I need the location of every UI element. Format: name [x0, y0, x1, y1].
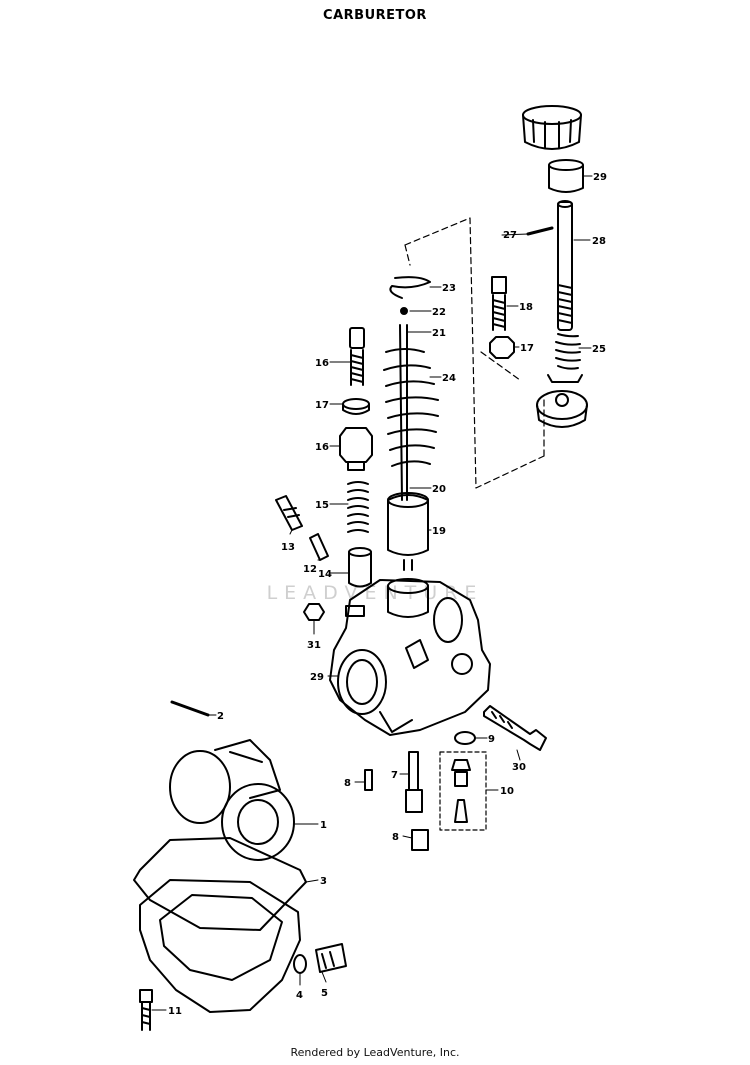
- callout-3: 3: [320, 876, 327, 887]
- clip-ball: [400, 307, 408, 315]
- callout-20: 20: [432, 484, 446, 495]
- callout-16-lower: 16: [315, 442, 329, 453]
- pilot-jet: [364, 769, 373, 791]
- assembly-dashed-lines: [404, 217, 545, 489]
- throttle-spring: [383, 348, 439, 467]
- top-cap: [522, 105, 582, 150]
- callout-8-upper: 8: [344, 778, 351, 789]
- float-gasket: [133, 837, 307, 931]
- air-screw: [275, 495, 303, 531]
- callout-30: 30: [512, 762, 526, 773]
- callout-29-top: 29: [593, 172, 607, 183]
- callout-4: 4: [296, 990, 303, 1001]
- callout-28: 28: [592, 236, 606, 247]
- adjust-screw-right: [491, 276, 507, 331]
- callout-10: 10: [500, 786, 514, 797]
- pilot-screw-body: [348, 547, 372, 588]
- leader-lines: [151, 175, 593, 1011]
- bowl-screw: [139, 989, 153, 1031]
- nut-31: [303, 603, 325, 621]
- pin-part: [526, 226, 554, 236]
- jet-needle: [399, 324, 408, 501]
- washer-4: [293, 954, 307, 974]
- callout-22: 22: [432, 307, 446, 318]
- callout-17-left: 17: [315, 400, 329, 411]
- pilot-spring: [347, 481, 369, 533]
- carburetor-body: [329, 578, 491, 736]
- diagram-title: CARBURETOR: [323, 8, 427, 23]
- jet-holder: [411, 829, 429, 851]
- plunger-spring: [555, 333, 581, 370]
- small-spring-part: [309, 533, 329, 561]
- callout-29-body: 29: [310, 672, 324, 683]
- washer-9: [454, 731, 476, 745]
- watermark: LEADVENTURE: [266, 582, 484, 604]
- callout-5: 5: [321, 988, 328, 999]
- callout-23: 23: [442, 283, 456, 294]
- callout-31: 31: [307, 640, 321, 651]
- starter-plunger-rod: [557, 200, 573, 331]
- footer-credit: Rendered by LeadVenture, Inc.: [290, 1046, 460, 1059]
- main-jet: [451, 759, 471, 823]
- cable-adjuster: [339, 427, 373, 471]
- main-jet-group: [439, 751, 487, 831]
- float-pin: [170, 700, 210, 717]
- nut-right: [489, 336, 515, 359]
- callout-24: 24: [442, 373, 456, 384]
- callout-19: 19: [432, 526, 446, 537]
- callout-9: 9: [488, 734, 495, 745]
- drain-plug: [315, 943, 347, 973]
- callout-7: 7: [391, 770, 398, 781]
- callout-1: 1: [320, 820, 327, 831]
- plunger-cap-part: [548, 159, 584, 193]
- needle-jet: [405, 751, 423, 813]
- callout-15: 15: [315, 500, 329, 511]
- nut-left: [342, 398, 370, 415]
- callout-18-right: 18: [519, 302, 533, 313]
- callout-14: 14: [318, 569, 332, 580]
- float-assembly: [169, 739, 295, 861]
- float-bowl: [139, 879, 301, 1013]
- callout-8-lower: 8: [392, 832, 399, 843]
- drain-screw: [483, 705, 547, 751]
- callout-2: 2: [217, 711, 224, 722]
- adjust-screw-left: [349, 327, 365, 386]
- callout-13: 13: [281, 542, 295, 553]
- callout-25: 25: [592, 344, 606, 355]
- throttle-valve: [387, 492, 429, 571]
- callout-21: 21: [432, 328, 446, 339]
- callout-11: 11: [168, 1006, 182, 1017]
- needle-clip: [389, 276, 431, 299]
- callout-27: 27: [503, 230, 517, 241]
- callout-17-right: 17: [520, 343, 534, 354]
- callout-12: 12: [303, 564, 317, 575]
- callout-16-upper: 16: [315, 358, 329, 369]
- plunger-cap-base: [536, 374, 588, 428]
